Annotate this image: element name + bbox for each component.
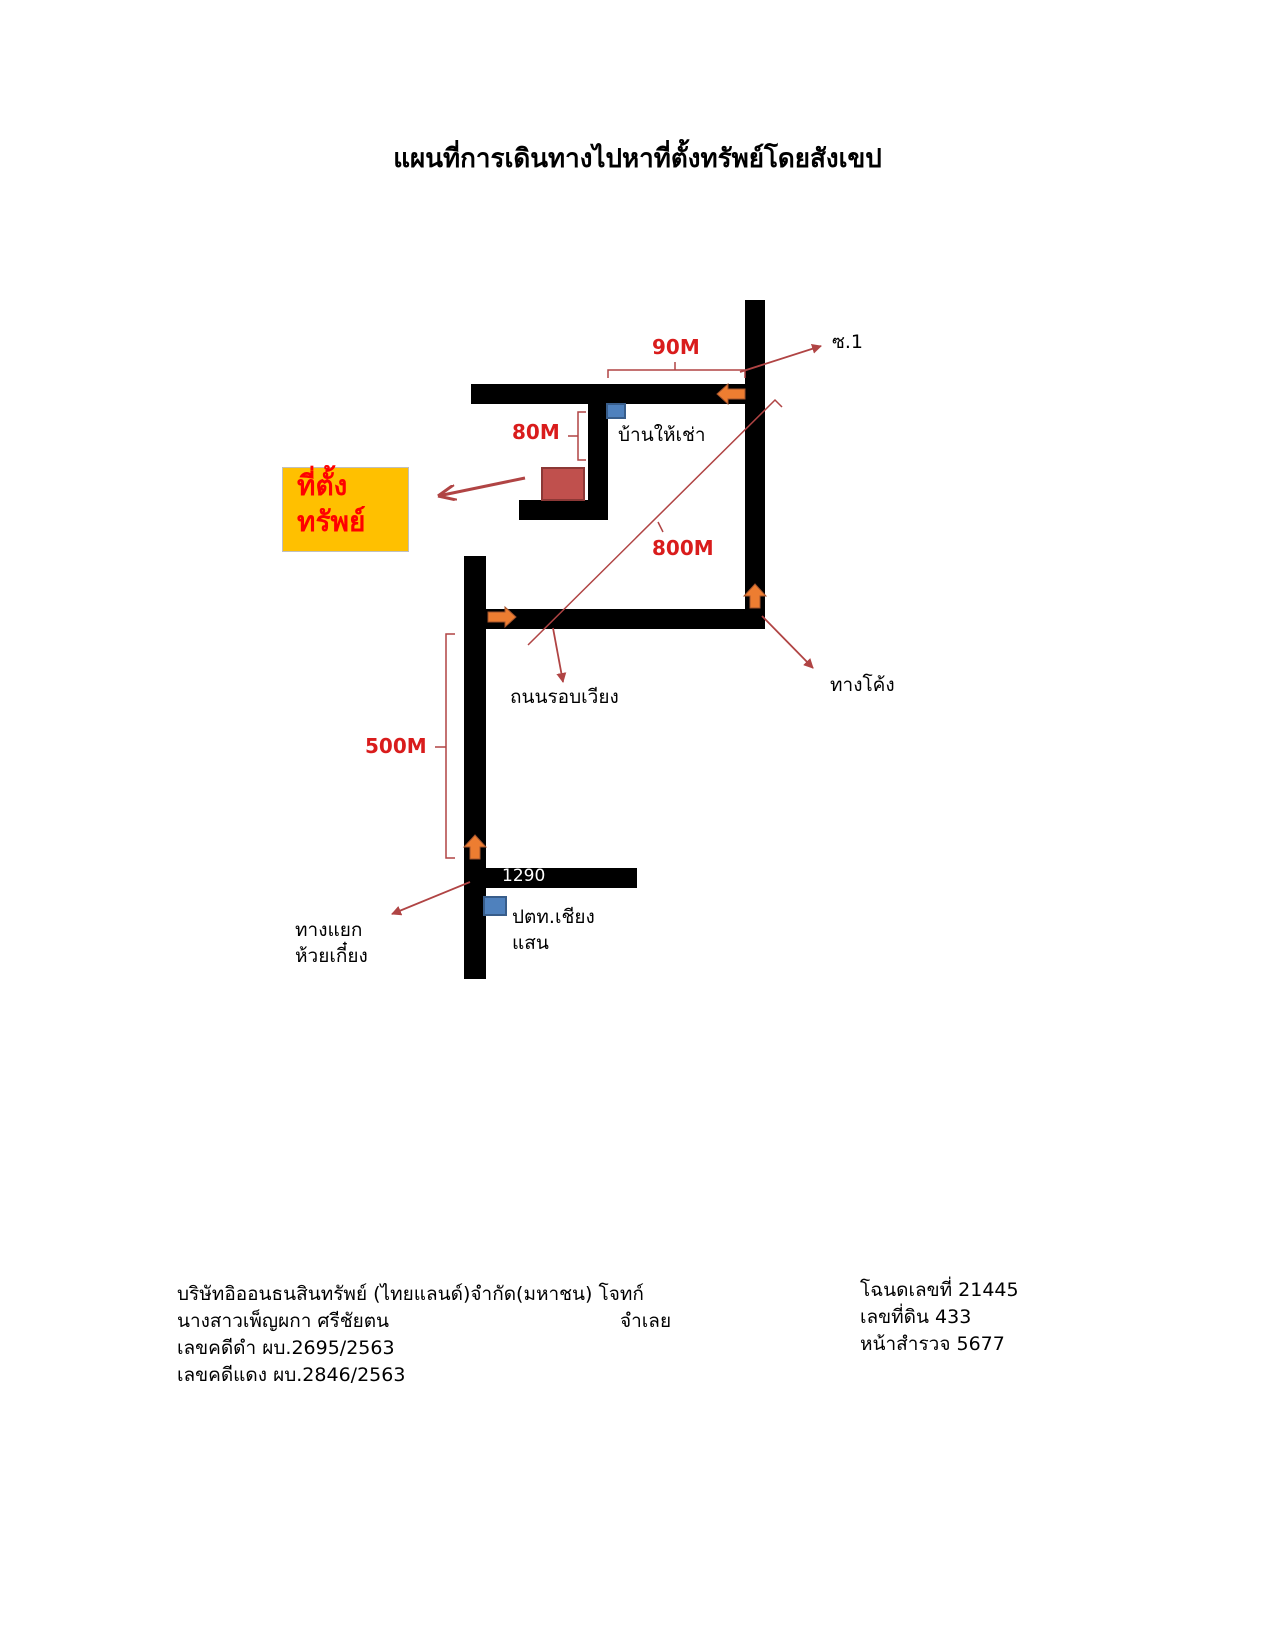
road-1290-label: 1290 [502, 866, 546, 886]
arrow-right-ring [487, 605, 517, 629]
land-info: โฉนดเลขที่ 21445 เลขที่ดิน 433 หน้าสำรวจ… [860, 1277, 1019, 1358]
callout-target [438, 476, 526, 496]
ring-road-label: ถนนรอบเวียง [510, 686, 619, 708]
arrow-up-main [462, 834, 488, 860]
land-number: เลขที่ดิน 433 [860, 1306, 972, 1328]
road-spur-bottom [519, 500, 608, 520]
junction-label-line2: ห้วยเกี๋ยง [295, 945, 368, 967]
callout-junction [391, 881, 471, 916]
road-1290 [486, 868, 637, 888]
post-office-marker [483, 896, 507, 916]
road-spur-vertical [588, 400, 608, 520]
distance-800m-label: 800M [652, 536, 714, 560]
post-office-label: ปตท.เชียง แสน [512, 904, 595, 956]
road-ring-horizontal [464, 609, 765, 629]
callout-soi-1 [739, 343, 822, 373]
distance-500m-label: 500M [365, 734, 427, 758]
callout-arrows [391, 343, 822, 916]
target-label-line1: ที่ตั้ง [297, 469, 348, 502]
road-main-vertical [464, 556, 486, 979]
direction-arrows [462, 382, 768, 860]
bracket-80m [568, 411, 586, 461]
soi-1-label: ซ.1 [832, 331, 864, 353]
property-marker [541, 467, 585, 501]
defendant-role: จำเลย [620, 1310, 672, 1332]
case-info: บริษัทอิออนธนสินทรัพย์ (ไทยแลนด์)จำกัด(ม… [177, 1281, 677, 1389]
bracket-500m [435, 633, 455, 859]
arrow-left-top [716, 382, 746, 406]
bracket-800m [527, 398, 783, 646]
black-case-number: เลขคดีดำ ผบ.2695/2563 [177, 1337, 395, 1359]
distance-90m-label: 90M [652, 335, 700, 359]
curve-label: ทางโค้ง [830, 674, 895, 696]
deed-number: โฉนดเลขที่ 21445 [860, 1279, 1019, 1301]
bracket-90m [607, 362, 746, 378]
page-title: แผนที่การเดินทางไปหาที่ตั้งทรัพย์โดยสังเ… [393, 144, 882, 174]
post-office-label-line1: ปตท.เชียง [512, 906, 595, 928]
arrow-up-right [742, 583, 768, 609]
distance-80m-label: 80M [512, 420, 560, 444]
red-case-number: เลขคดีแดง ผบ.2846/2563 [177, 1364, 406, 1386]
target-location-box: ที่ตั้ง ทรัพย์ [282, 467, 409, 552]
callout-ring-road [552, 627, 567, 683]
road-top-horizontal [471, 384, 765, 404]
survey-page: หน้าสำรวจ 5677 [860, 1333, 1005, 1355]
dimension-brackets [435, 362, 783, 859]
post-office-label-line2: แสน [512, 932, 549, 954]
junction-label: ทางแยก ห้วยเกี๋ยง [295, 917, 368, 969]
roads [464, 300, 765, 979]
defendant-name: นางสาวเพ็ญผกา ศรีชัยตน [177, 1310, 390, 1332]
callout-curve [761, 615, 814, 669]
road-soi-1-vertical [745, 300, 765, 629]
junction-label-line1: ทางแยก [295, 919, 363, 941]
rental-house-label: บ้านให้เช่า [618, 424, 706, 446]
plaintiff-line: บริษัทอิออนธนสินทรัพย์ (ไทยแลนด์)จำกัด(ม… [177, 1283, 644, 1305]
defendant-line: นางสาวเพ็ญผกา ศรีชัยตน จำเลย [177, 1308, 677, 1335]
rental-house-marker [606, 403, 626, 419]
target-label-line2: ทรัพย์ [297, 505, 366, 538]
